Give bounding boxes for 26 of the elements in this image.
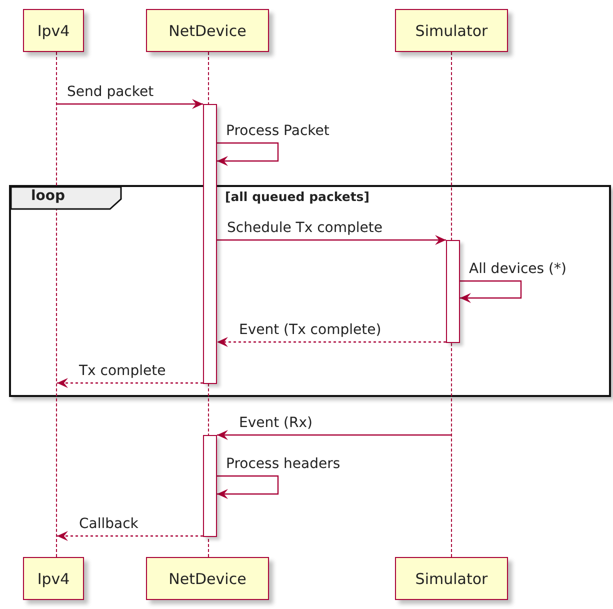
message-arrow [57, 531, 203, 541]
self-message-arrow [217, 142, 279, 166]
message-arrow [217, 235, 446, 245]
participant-box: Ipv4 [23, 557, 84, 600]
activation-bar [203, 435, 217, 537]
participant-box: NetDevice [146, 557, 269, 600]
message-arrow [217, 337, 446, 347]
message-arrow [57, 378, 203, 388]
loop-keyword: loop [31, 188, 66, 204]
message-arrow [217, 430, 452, 440]
message-label: Event (Rx) [239, 415, 312, 432]
participant-box: Simulator [395, 557, 508, 600]
message-label: Event (Tx complete) [239, 322, 382, 339]
message-label: All devices (*) [469, 261, 566, 278]
self-message-arrow [460, 280, 522, 303]
loop-condition: [all queued packets] [225, 189, 370, 204]
participant-box: Simulator [395, 9, 508, 52]
message-label: Tx complete [79, 363, 166, 380]
message-label: Send packet [67, 84, 154, 101]
self-message-arrow [217, 475, 279, 499]
activation-bar [446, 240, 460, 343]
activation-bar [203, 104, 217, 384]
message-arrow [57, 99, 203, 109]
participant-box: NetDevice [146, 9, 269, 52]
message-label: Schedule Tx complete [227, 220, 382, 237]
participant-box: Ipv4 [23, 9, 84, 52]
